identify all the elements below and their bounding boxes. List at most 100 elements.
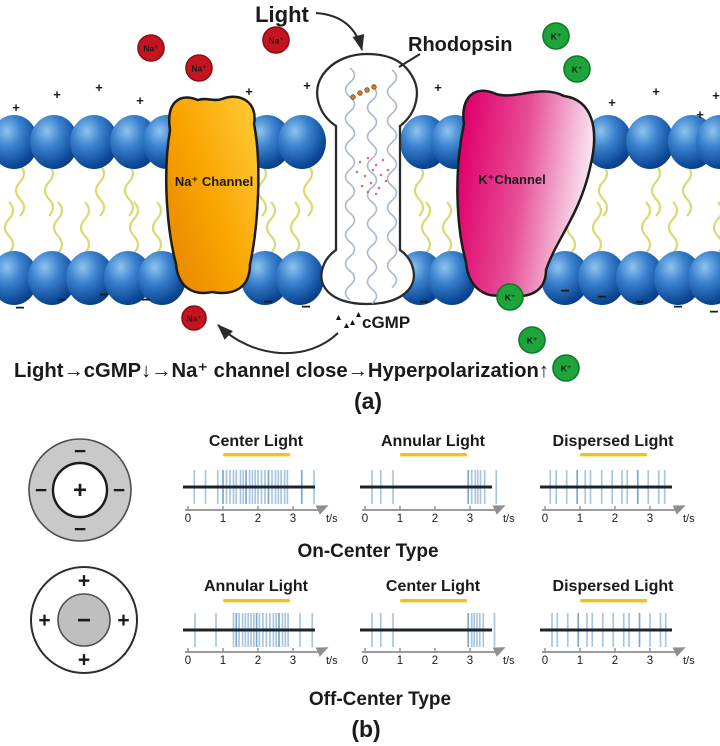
retinal-bead: [350, 94, 356, 100]
equation-text: Light→cGMP↓→Na⁺ channel close→Hyperpolar…: [14, 360, 549, 382]
k-ion: K⁺: [563, 55, 591, 83]
photoreceptor-membrane-diagram: +++++++++++−−−−−−−−−−−− Na⁺ Channel K⁺Ch…: [0, 2, 720, 414]
lipid-tail: [591, 201, 603, 254]
lipid-head: [428, 251, 476, 305]
signal-speckles: [355, 156, 390, 196]
rf-surround-sign: +: [38, 609, 50, 632]
outer-charge-sign: +: [12, 100, 20, 115]
tick-label: 0: [362, 655, 368, 667]
inner-charge-sign: −: [141, 292, 150, 309]
lipid-head: [28, 251, 76, 305]
speckle: [374, 192, 378, 196]
lipid-tail: [3, 201, 15, 254]
lipid-head: [696, 115, 720, 169]
membrane-charge-signs: +++++++++++−−−−−−−−−−−−: [12, 78, 720, 321]
lipid-tail: [52, 201, 64, 254]
rf-center-sign: +: [73, 477, 87, 504]
rf-surround-sign: +: [117, 609, 129, 632]
rhodopsin-helix: [344, 67, 356, 301]
lipid-tail: [123, 164, 135, 217]
on-center-type-label: On-Center Type: [297, 541, 438, 562]
speckle: [384, 179, 388, 183]
inner-charge-sign: −: [99, 287, 108, 304]
outer-charge-sign: +: [95, 80, 103, 95]
rf-surround-sign: +: [78, 649, 90, 672]
inner-charge-sign: −: [57, 292, 66, 309]
lipid-head: [278, 115, 326, 169]
lipid-head: [541, 251, 589, 305]
tick-label: 3: [647, 513, 653, 525]
caption-b: (b): [351, 716, 380, 742]
tick-label: 2: [432, 655, 438, 667]
k-ion-label: K⁺: [505, 293, 516, 303]
rhodopsin-helices: [344, 67, 398, 305]
rf-center: [57, 593, 111, 647]
tick-label: 2: [612, 513, 618, 525]
lipid-head: [688, 251, 720, 305]
tick-label: 3: [467, 513, 473, 525]
light-stimulus-bar: [223, 453, 291, 457]
rf-surround-sign: −: [35, 479, 47, 502]
na-ion-label: Na⁺: [186, 314, 201, 324]
speckle: [377, 186, 381, 190]
rf-surround-sign: −: [74, 440, 86, 463]
speckle: [369, 181, 373, 185]
lipid-head: [616, 251, 664, 305]
na-ion: Na⁺: [262, 26, 290, 54]
na-ion-label: Na⁺: [191, 64, 206, 74]
lipid-tail: [712, 201, 720, 254]
k-ion: K⁺: [496, 283, 524, 311]
lipid-tail: [650, 164, 662, 217]
tick-label: 2: [612, 655, 618, 667]
tick-label: 3: [647, 655, 653, 667]
inner-charge-sign: −: [635, 294, 644, 311]
tick-label: 1: [397, 655, 403, 667]
outer-charge-sign: +: [696, 107, 704, 122]
lipid-head: [626, 115, 674, 169]
tick-label: 3: [290, 513, 296, 525]
light-stimulus-bar: [400, 453, 468, 457]
lipid-tail: [681, 164, 693, 217]
inner-charge-sign: −: [15, 300, 24, 317]
rhodopsin-label: Rhodopsin: [408, 34, 512, 56]
inner-charge-sign: −: [673, 299, 682, 316]
k-channel-label: K⁺Channel: [478, 172, 546, 187]
speckle: [374, 163, 378, 167]
receptive-field-on-center: −−−−+: [28, 438, 132, 542]
inner-charge-sign: −: [263, 294, 272, 311]
speckle: [371, 168, 375, 172]
tick-label: 0: [362, 513, 368, 525]
inner-charge-sign: −: [709, 304, 718, 321]
light-stimulus-bar: [580, 599, 648, 603]
rhodopsin-helix: [386, 69, 398, 289]
tick-label: 1: [397, 513, 403, 525]
na-channel-body: [164, 95, 260, 295]
rf-center-sign: −: [77, 607, 91, 634]
outer-charge-sign: +: [53, 87, 61, 102]
lipid-tail: [289, 201, 301, 254]
cgmp-triangle: [356, 312, 361, 317]
train-label: Dispersed Light: [553, 578, 675, 595]
train-label: Annular Light: [381, 433, 486, 450]
train-label: Dispersed Light: [553, 433, 675, 450]
speckle: [360, 184, 364, 188]
k-ion-label: K⁺: [572, 65, 583, 75]
inner-charge-sign: −: [301, 299, 310, 316]
tick-label: 0: [185, 513, 191, 525]
speckle: [363, 174, 367, 178]
retinal-bead: [357, 90, 363, 96]
caption-a: (a): [354, 388, 382, 414]
lipid-head: [654, 251, 702, 305]
speckle: [366, 190, 370, 194]
light-arrow: [315, 12, 365, 51]
